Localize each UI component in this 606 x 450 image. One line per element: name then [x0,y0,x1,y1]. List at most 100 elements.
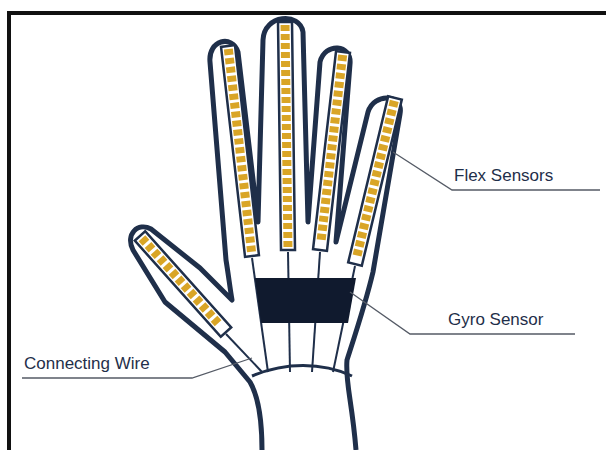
sensor-cell [205,309,216,319]
sensor-cell [283,232,292,238]
sensor-cell [283,187,292,193]
sensor-strip [221,45,259,257]
flex-sensor [221,45,259,257]
sensor-strip [135,231,231,336]
sensor-cell [386,109,396,117]
sensor-cell [281,97,290,103]
flex-sensor [313,51,350,251]
wire [226,334,262,372]
sensor-cell [175,275,186,285]
sensor-cell [328,135,338,142]
sensor-cell [232,120,242,127]
sensor-cell [281,43,290,49]
sensor-cell [327,144,337,151]
sensor-cell [237,165,247,172]
flex-sensor [278,22,295,250]
sensor-cell [282,160,291,166]
sensor-cell [193,296,204,306]
part-label: Flex Sensors [452,166,555,186]
sensor-cell [230,102,240,109]
sensor-cell [229,93,239,100]
sensor-cell [139,235,150,245]
sensor-cell [242,209,252,216]
sensor-cell [145,242,156,252]
frame [9,13,606,450]
sensor-cell [333,90,343,97]
sensor-cell [318,224,328,231]
sensor-cell [244,227,254,234]
sensor-cell [281,34,290,40]
sensor-cell [281,88,290,94]
sensor-cell [353,249,363,257]
sensor-cell [238,174,248,181]
sensor-cell [231,111,241,118]
sensor-cell [282,124,291,130]
sensor-cell [330,117,340,124]
sensor-cell [283,205,292,211]
sensor-cell [389,100,399,108]
sensor-cell [228,84,238,91]
gyro-sensor [255,278,356,323]
sensor-cell [226,66,236,73]
sensor-cell [234,138,244,145]
sensor-cell [282,169,291,175]
wrist-cuff [252,366,352,377]
sensor-cell [246,245,256,252]
sensor-cell [320,206,330,213]
sensor-cell [384,117,394,125]
sensor-cell [282,106,291,112]
sensor-cell [245,236,255,243]
sensor-cell [382,126,392,134]
sensor-cell [241,200,251,207]
part-label: Connecting Wire [22,354,152,374]
sensor-cell [317,233,327,240]
sensor-cell [322,189,332,196]
sensor-cell [281,61,290,67]
sensor-cell [335,72,345,79]
sensor-cell [225,57,235,64]
sensor-cell [367,187,377,195]
sensor-cell [187,289,198,299]
sensor-cell [281,52,290,58]
sensor-cell [283,178,292,184]
sensor-cell [380,135,390,143]
sensor-cell [374,161,384,169]
sensor-cell [378,144,388,152]
sensor-cell [319,215,329,222]
sensor-cell [199,302,210,312]
sensor-cell [326,153,336,160]
sensor-cell [157,255,168,265]
sensor-cell [376,152,386,160]
sensor-cell [169,269,180,279]
sensor-cell [323,180,333,187]
sensor-cell [243,218,253,225]
sensor-cell [332,99,342,106]
sensor-cell [363,205,373,213]
sensor-cell [355,240,365,248]
sensor-cell [282,115,291,121]
sensor-cell [283,196,292,202]
sensor-cell [283,241,292,247]
sensor-cell [359,222,369,230]
sensor-cell [211,316,222,326]
sensor-cell [235,147,245,154]
sensor-cell [331,108,341,115]
sensor-cell [236,156,246,163]
sensor-cell [372,170,382,178]
sensor-cell [283,214,292,220]
sensor-cell [337,54,347,61]
sensor-cell [281,25,290,31]
connecting-wires [226,252,355,372]
sensor-cell [151,249,162,259]
sensor-cell [163,262,174,272]
sensor-cell [370,179,380,187]
sensor-cell [361,214,371,222]
flex-sensor [348,96,402,265]
sensor-cell [227,75,237,82]
sensor-cell [365,196,375,204]
sensor-cell [282,133,291,139]
leader-line [393,152,600,190]
sensor-strip [313,51,350,251]
sensor-cell [357,231,367,239]
